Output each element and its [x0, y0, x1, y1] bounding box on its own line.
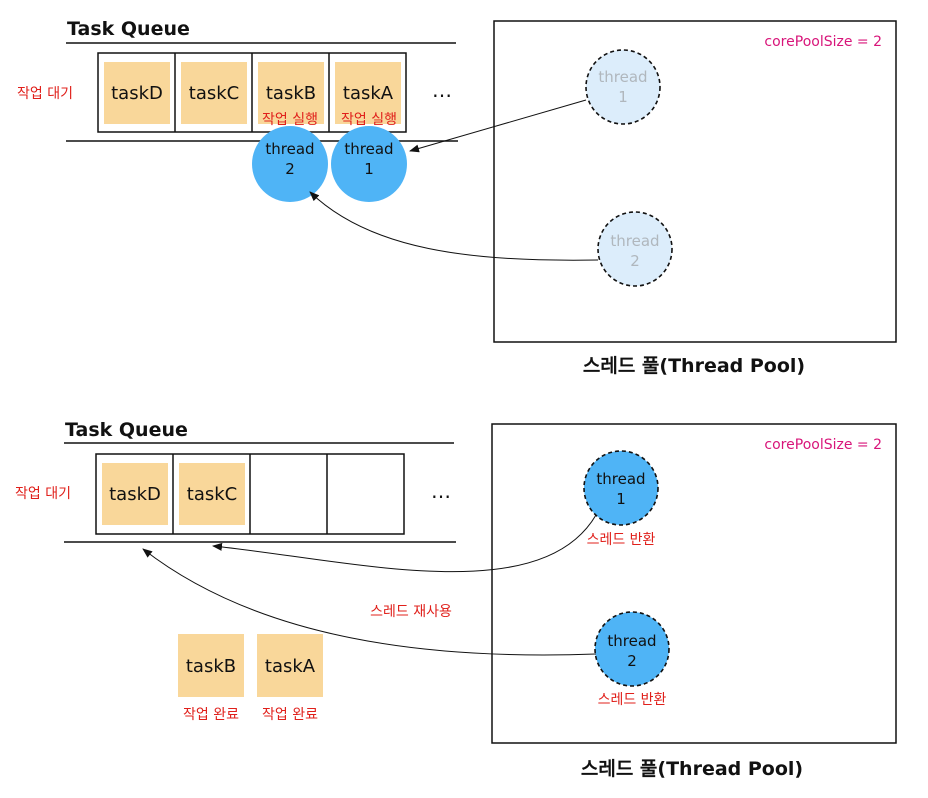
top-assign-arrow [409, 99, 587, 153]
bottom-thread-return-note: 스레드 반환 [598, 692, 667, 708]
bottom-pool-caption: 스레드 풀(Thread Pool) [581, 758, 803, 780]
bottom-queue-title: Task Queue [65, 419, 188, 441]
top-pool-box [493, 20, 897, 343]
top-idle-thread-label: thread [610, 232, 659, 250]
top-task-label: taskB [266, 83, 316, 104]
top-task-card [258, 62, 324, 124]
top-running-thread-label: thread [344, 140, 393, 158]
top-running-thread-label: thread [265, 140, 314, 158]
top-pool-config: corePoolSize = 2 [764, 34, 882, 50]
bottom-task-card [102, 463, 168, 525]
top-task-card [104, 62, 170, 124]
bottom-thread-return-note: 스레드 반환 [587, 532, 656, 548]
top-ellipsis: … [432, 78, 452, 102]
bottom-returned-thread-number: 2 [627, 652, 637, 670]
top-pool-caption: 스레드 풀(Thread Pool) [583, 355, 805, 377]
bottom-task-label: taskD [109, 484, 161, 505]
top-assign-arrow [309, 191, 599, 261]
bottom-returned-thread-circle [594, 611, 670, 687]
bottom-returned-thread-label: thread [596, 470, 645, 488]
bottom-reuse-arrow [142, 548, 597, 656]
top-task-label: taskC [189, 83, 239, 104]
bottom-done-task-label: taskB [186, 656, 236, 677]
top-running-label-b: 작업 실행 [262, 112, 318, 128]
top-idle-thread-circle [585, 49, 661, 125]
top-idle-thread-label: thread [598, 68, 647, 86]
bottom-ellipsis: … [431, 479, 451, 503]
bottom-done-task-card [257, 634, 323, 697]
top-task-label: taskA [343, 83, 394, 104]
bottom-done-task-label: taskA [265, 656, 316, 677]
bottom-done-task-status: 작업 완료 [262, 707, 318, 723]
bottom-task-label: taskC [187, 484, 237, 505]
bottom-waiting-label: 작업 대기 [15, 486, 71, 502]
top-running-thread-number: 2 [285, 160, 295, 178]
bottom-done-task-card [178, 634, 244, 697]
top-idle-thread-circle [597, 211, 673, 287]
bottom-returned-thread-circle [583, 450, 659, 526]
bottom-pool-box [491, 423, 897, 744]
top-running-thread-circle [331, 126, 407, 202]
top-waiting-label: 작업 대기 [17, 86, 73, 102]
bottom-returned-thread-label: thread [607, 632, 656, 650]
top-running-thread-number: 1 [364, 160, 374, 178]
top-task-card [181, 62, 247, 124]
bottom-task-card [179, 463, 245, 525]
top-task-label: taskD [111, 83, 163, 104]
bottom-reuse-label: 스레드 재사용 [370, 604, 452, 620]
top-running-label-a: 작업 실행 [341, 112, 397, 128]
top-running-thread-circle [252, 126, 328, 202]
top-task-card [335, 62, 401, 124]
bottom-reuse-arrow [212, 514, 597, 573]
bottom-returned-thread-number: 1 [616, 490, 626, 508]
top-idle-thread-number: 2 [630, 252, 640, 270]
bottom-panel: Task Queue 작업 대기 taskD taskC … corePoolS… [15, 419, 897, 780]
top-panel: Task Queue 작업 대기 taskD taskC taskB taskA… [17, 18, 897, 377]
bottom-pool-config: corePoolSize = 2 [764, 437, 882, 453]
top-idle-thread-number: 1 [618, 88, 628, 106]
bottom-done-task-status: 작업 완료 [183, 707, 239, 723]
top-queue-title: Task Queue [67, 18, 190, 40]
